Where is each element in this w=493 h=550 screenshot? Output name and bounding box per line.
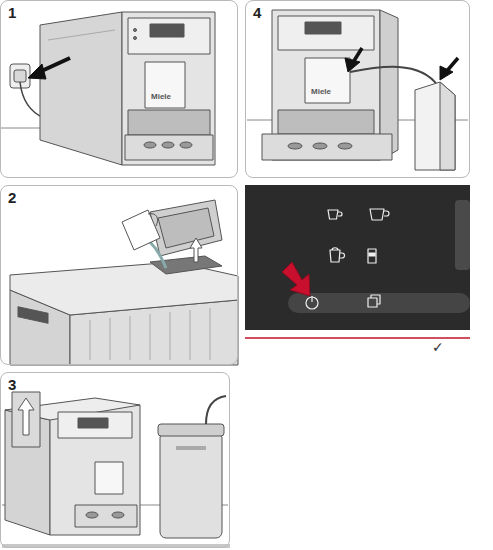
check-mark: ✓ (432, 340, 444, 355)
step-number: 2 (8, 190, 16, 207)
machine-water-fill (10, 200, 238, 365)
panel-box: 3 (0, 372, 230, 548)
machine-milk-pipe (247, 10, 468, 170)
panel-box: 4 (245, 0, 470, 178)
panel-box: 2 (0, 185, 238, 365)
step-number: 1 (8, 5, 16, 22)
brand-logo: Miele (311, 88, 331, 97)
brand-logo: Miele (151, 93, 171, 102)
machine-plug-in (0, 12, 215, 165)
panel-box: 1 (0, 0, 238, 178)
control-panel (245, 185, 470, 338)
step-number: 3 (8, 377, 16, 394)
step-number: 4 (253, 5, 261, 22)
machine-milk-container (2, 392, 230, 548)
